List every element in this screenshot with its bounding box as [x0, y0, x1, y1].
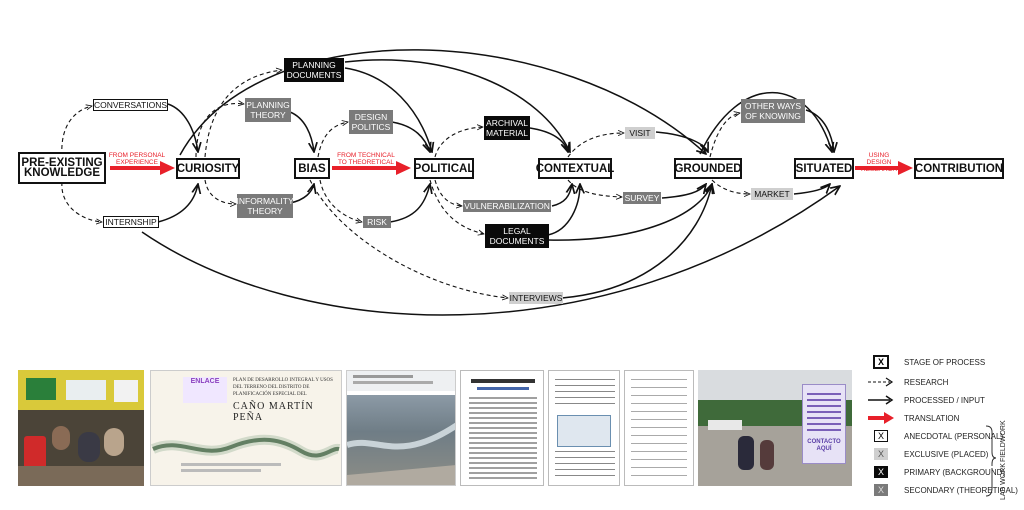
anecdotal-box-icon: X [874, 430, 888, 442]
input-archival-material: ARCHIVAL MATERIAL [484, 116, 530, 140]
photo-survey-form [548, 370, 620, 486]
research-arrows [61, 70, 750, 298]
labwork-label: LAB WORK [1000, 463, 1007, 500]
exclusive-box-icon: X [874, 448, 888, 460]
solid-arrow-icon [868, 395, 894, 405]
translation-label-personal: FROM PERSONAL EXPERIENCE [108, 152, 166, 166]
input-risk: RISK [363, 216, 391, 228]
stage-symbol-icon: X [873, 355, 889, 369]
legend-processed: PROCESSED / INPUT [866, 392, 985, 408]
translation-arrows [110, 161, 913, 175]
photo-aerial-view [346, 370, 456, 486]
photo-notes-page [624, 370, 694, 486]
processed-arrows [141, 49, 840, 316]
stage-situated: SITUATED [794, 158, 854, 179]
stage-contribution: CONTRIBUTION [914, 158, 1004, 179]
input-other-ways-of-knowing: OTHER WAYS OF KNOWING [741, 99, 805, 123]
legend-brace-icon [985, 425, 997, 497]
stage-political: POLITICAL [414, 158, 474, 179]
dashed-arrow-icon [868, 377, 894, 387]
photo-workshop [18, 370, 144, 486]
input-internship: INTERNSHIP [103, 216, 159, 228]
input-visit: VISIT [625, 127, 655, 139]
fieldwork-label: FIELDWORK [1000, 420, 1007, 462]
input-vulnerabilization: VULNERABILIZATION [463, 200, 551, 212]
legend-translation: TRANSLATION [866, 410, 959, 426]
legend-secondary: X SECONDARY (THEORETICAL) [866, 482, 1018, 498]
red-arrow-icon [868, 412, 894, 424]
stage-bias: BIAS [294, 158, 330, 179]
enlace-logo-icon: ENLACE [183, 377, 227, 403]
input-planning-theory: PLANNING THEORY [245, 98, 291, 122]
legend-exclusive: X EXCLUSIVE (PLACED) [866, 446, 988, 462]
primary-box-icon: X [874, 466, 888, 478]
input-legal-documents: LEGAL DOCUMENTS [485, 224, 549, 248]
input-market: MARKET [751, 188, 793, 200]
input-conversations: CONVERSATIONS [93, 99, 168, 111]
input-design-politics: DESIGN POLITICS [349, 110, 393, 134]
stage-grounded: GROUNDED [674, 158, 742, 179]
legend-stage: X STAGE OF PROCESS [866, 354, 985, 370]
translation-label-technical: FROM TECHNICAL TO THEORETICAL [337, 152, 395, 166]
legend-anecdotal: X ANECDOTAL (PERSONAL) [866, 428, 1003, 444]
legend-primary: X PRIMARY (BACKGROUND) [866, 464, 1005, 480]
input-informality-theory: INFORMALITY THEORY [236, 194, 294, 218]
stage-pre-existing-knowledge: PRE-EXISTING KNOWLEDGE [18, 152, 106, 184]
stage-curiosity: CURIOSITY [176, 158, 240, 179]
translation-label-design: USING DESIGN RESEARCH [860, 152, 898, 173]
river-aerial-icon [347, 422, 455, 485]
input-interviews: INTERVIEWS [509, 292, 563, 304]
photo-plan-document: ENLACE PLAN DE DESARROLLO INTEGRAL Y USO… [150, 370, 342, 486]
photo-community-event: CONTACTO AQUÍ [698, 370, 852, 486]
input-planning-documents: PLANNING DOCUMENTS [284, 58, 344, 82]
legend-research: RESEARCH [866, 374, 948, 390]
plan-title: PLAN DE DESARROLLO INTEGRAL Y USOS DEL T… [233, 378, 333, 397]
stage-contextual: CONTEXTUAL [536, 158, 614, 179]
channel-map-icon [151, 434, 341, 461]
plan-name: CAÑO MARTÍN PEÑA [233, 401, 314, 423]
secondary-box-icon: X [874, 484, 888, 496]
photo-research-paper [460, 370, 544, 486]
contact-sign: CONTACTO AQUÍ [802, 384, 846, 464]
input-survey: SURVEY [623, 192, 661, 204]
process-diagram [61, 49, 913, 316]
